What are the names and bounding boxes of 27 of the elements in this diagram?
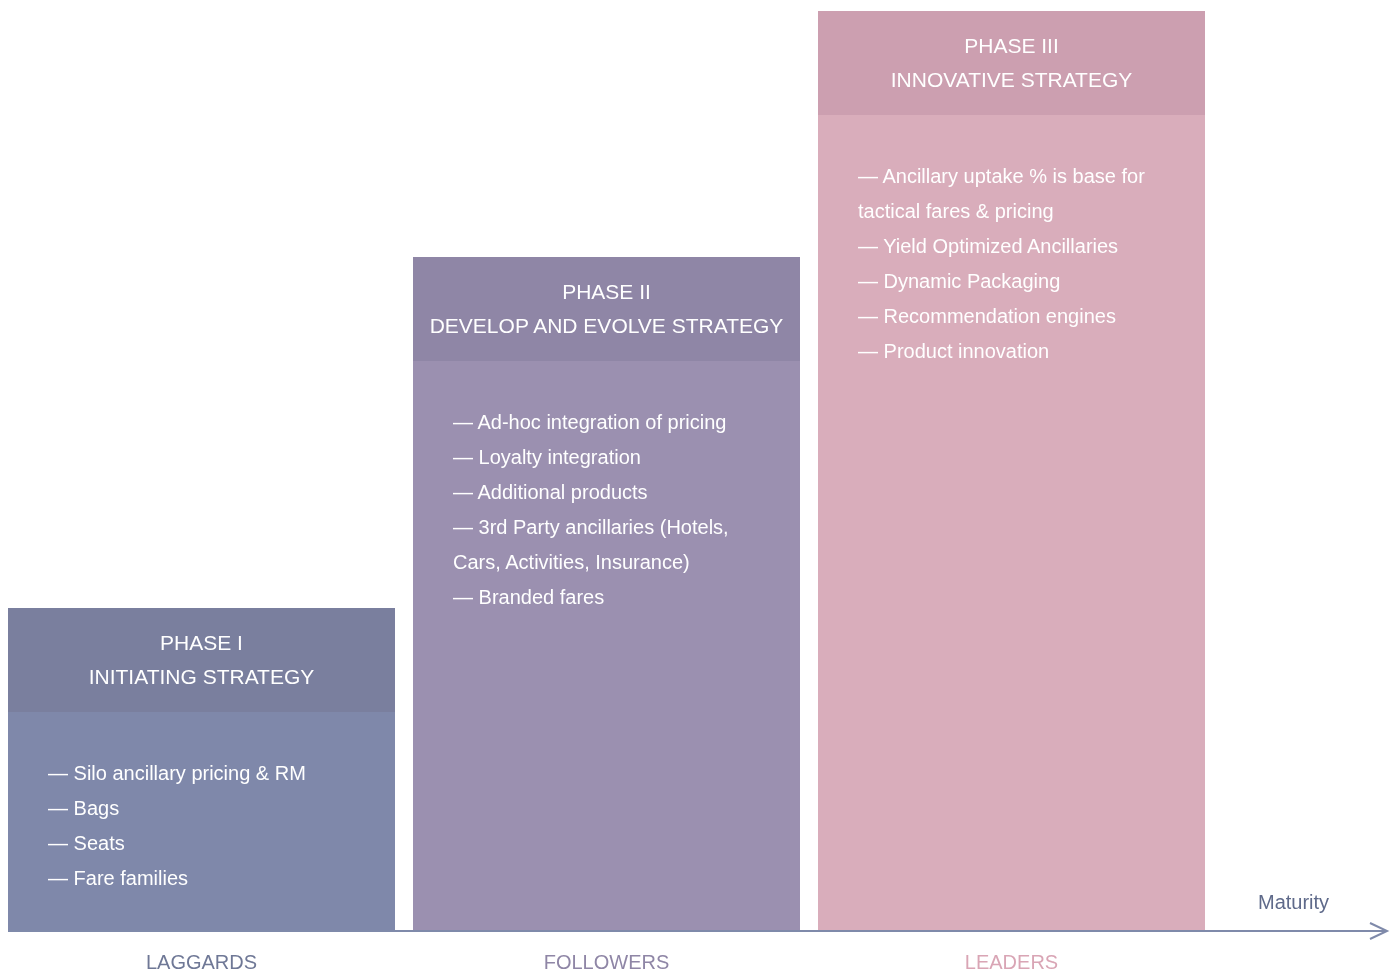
bullet-item: — Silo ancillary pricing & RM xyxy=(48,761,307,786)
bullet-item: — Dynamic Packaging xyxy=(858,269,1062,294)
axis-label: Maturity xyxy=(1258,890,1330,915)
phase-title: DEVELOP AND EVOLVE STRATEGY xyxy=(429,313,784,339)
bullet-item: — Fare families xyxy=(48,866,190,891)
bullet-item: — Ancillary uptake % is base for tactical fares & pricing xyxy=(858,164,1146,224)
phase-title: INITIATING STRATEGY xyxy=(88,664,315,690)
bullet-item: — Yield Optimized Ancillaries xyxy=(858,234,1120,259)
bullet-item: — Loyalty integration xyxy=(453,445,642,470)
phase-title: INNOVATIVE STRATEGY xyxy=(890,67,1133,93)
bullet-item: — Recommendation engines xyxy=(858,304,1117,329)
phase-title: PHASE II xyxy=(562,279,651,305)
maturity-level-label: LEADERS xyxy=(963,950,1060,974)
phase-column xyxy=(413,257,800,930)
phase-column xyxy=(8,608,395,930)
bullet-item: — Bags xyxy=(48,796,121,821)
bullet-item: — Product innovation xyxy=(858,339,1051,364)
phase-title: PHASE I xyxy=(160,630,243,656)
maturity-level-label: LAGGARDS xyxy=(144,950,259,974)
bullet-item: — Ad-hoc integration of pricing xyxy=(453,410,728,435)
bullet-item: — Seats xyxy=(48,831,126,856)
maturity-level-label: FOLLOWERS xyxy=(542,950,671,974)
phase-column xyxy=(818,11,1205,930)
bullet-item: — Branded fares xyxy=(453,585,606,610)
phase-title: PHASE III xyxy=(964,33,1059,59)
bullet-item: — Additional products xyxy=(453,480,649,505)
bullet-item: — 3rd Party ancillaries (Hotels, Cars, Activities, Insurance) xyxy=(453,515,730,575)
